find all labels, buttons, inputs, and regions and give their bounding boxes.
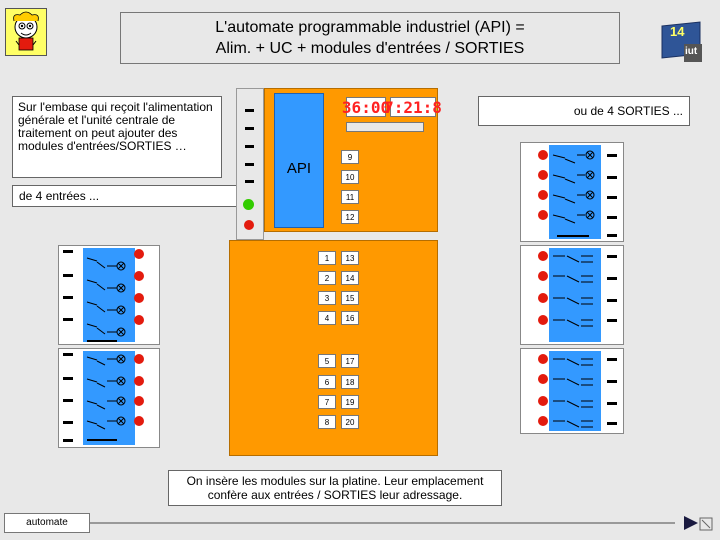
slot-18: 18 bbox=[341, 375, 359, 389]
slot-16: 16 bbox=[341, 311, 359, 325]
cpu-unit: API bbox=[274, 93, 324, 228]
slot-8: 8 bbox=[318, 415, 336, 429]
power-led-red bbox=[244, 220, 254, 230]
caption-line-2: confère aux entrées / SORTIES leur adres… bbox=[207, 488, 463, 502]
slot-1: 1 bbox=[318, 251, 336, 265]
input-module-1 bbox=[58, 245, 160, 345]
next-slide-button[interactable] bbox=[680, 512, 714, 534]
cpu-label: API bbox=[286, 160, 312, 177]
cpu-display-left: 36:00 bbox=[341, 97, 391, 117]
footer-rule bbox=[90, 522, 675, 524]
terminal bbox=[245, 127, 254, 130]
title-line-1: L'automate programmable industriel (API)… bbox=[215, 19, 525, 36]
power-led-green bbox=[243, 199, 254, 210]
slot-12: 12 bbox=[341, 210, 359, 224]
slot-14: 14 bbox=[341, 271, 359, 285]
slot-2: 2 bbox=[318, 271, 336, 285]
caption-line-1: On insère les modules sur la platine. Le… bbox=[186, 474, 484, 488]
terminal bbox=[245, 180, 254, 183]
page-title: L'automate programmable industriel (API)… bbox=[120, 12, 620, 64]
output-module-2-diagram bbox=[538, 248, 617, 342]
slot-4: 4 bbox=[318, 311, 336, 325]
slot-6: 6 bbox=[318, 375, 336, 389]
slot-5: 5 bbox=[318, 354, 336, 368]
mascot-icon bbox=[5, 8, 47, 56]
power-supply-module bbox=[236, 88, 264, 240]
output-module-3-diagram bbox=[538, 351, 617, 431]
slot-19: 19 bbox=[341, 395, 359, 409]
terminal bbox=[245, 163, 254, 166]
slot-15: 15 bbox=[341, 291, 359, 305]
terminal bbox=[245, 145, 254, 148]
slot-11: 11 bbox=[341, 190, 359, 204]
terminal bbox=[245, 109, 254, 112]
slot-20: 20 bbox=[341, 415, 359, 429]
title-line-2: Alim. + UC + modules d'entrées / SORTIES bbox=[215, 40, 525, 57]
output-module-3 bbox=[520, 348, 624, 434]
outputs-label: ou de 4 SORTIES ... bbox=[478, 96, 690, 126]
output-module-2 bbox=[520, 245, 624, 345]
input-module-1-diagram bbox=[63, 248, 144, 342]
intro-text: Sur l'embase qui reçoit l'alimentation g… bbox=[12, 96, 222, 178]
slot-7: 7 bbox=[318, 395, 336, 409]
caption: On insère les modules sur la platine. Le… bbox=[168, 470, 502, 506]
page-number: 14 bbox=[670, 24, 685, 39]
footer-label: automate bbox=[4, 513, 90, 533]
cpu-display-bar bbox=[346, 122, 424, 132]
slot-13: 13 bbox=[341, 251, 359, 265]
input-module-2 bbox=[58, 348, 160, 448]
cpu-display-right: 7:21:8 bbox=[384, 97, 442, 117]
iut-logo-text: iut bbox=[685, 46, 698, 57]
output-module-1-diagram bbox=[538, 145, 617, 239]
slot-17: 17 bbox=[341, 354, 359, 368]
input-module-2-diagram bbox=[63, 351, 144, 445]
slot-10: 10 bbox=[341, 170, 359, 184]
output-module-1 bbox=[520, 142, 624, 242]
page-number-badge: 14 iut bbox=[660, 18, 702, 62]
slot-9: 9 bbox=[341, 150, 359, 164]
inputs-label: de 4 entrées ... bbox=[12, 185, 246, 207]
slot-3: 3 bbox=[318, 291, 336, 305]
